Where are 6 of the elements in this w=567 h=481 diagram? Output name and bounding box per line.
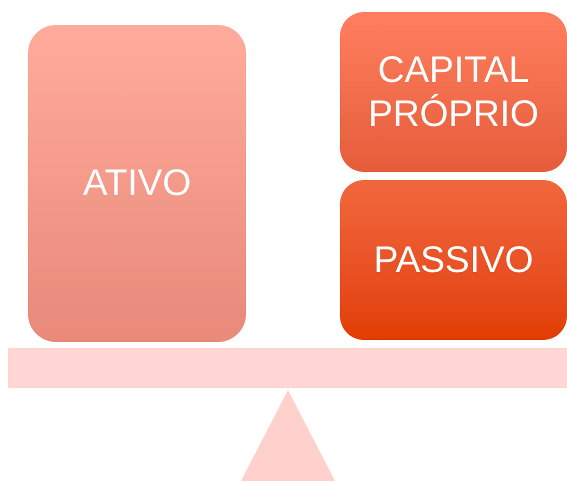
box-label: CAPITAL PRÓPRIO [367,48,540,136]
box-label: PASSIVO [374,238,534,282]
account-box [28,25,246,342]
box-label: ATIVO [82,161,192,206]
account-box [340,180,567,340]
account-box [340,12,567,172]
